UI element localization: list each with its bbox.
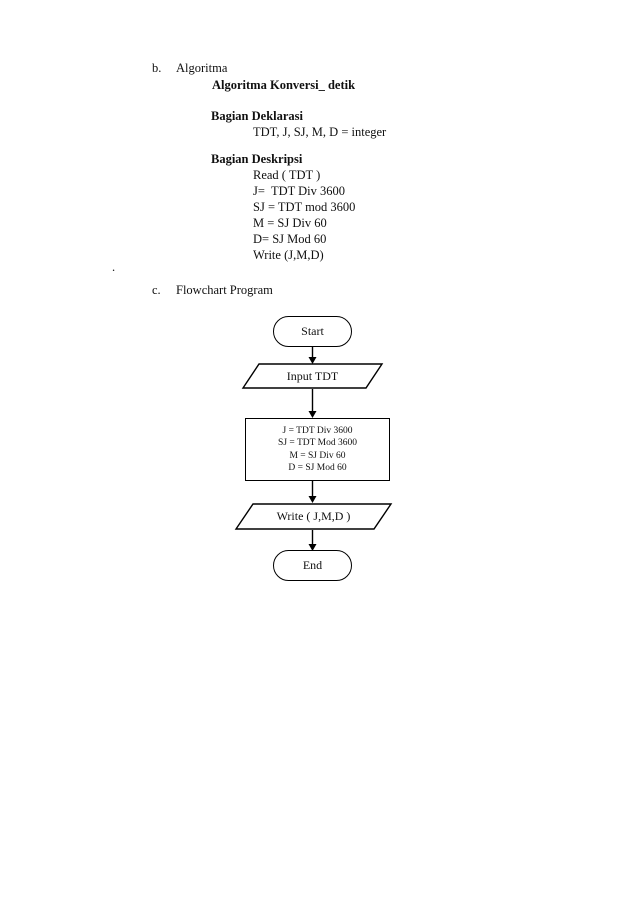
flow-node-start-label: Start bbox=[301, 324, 324, 338]
flow-node-process: J = TDT Div 3600 SJ = TDT Mod 3600 M = S… bbox=[245, 418, 390, 481]
flow-process-line: M = SJ Div 60 bbox=[289, 450, 346, 461]
flow-process-line: J = TDT Div 3600 bbox=[282, 425, 353, 436]
section-b-label: Algoritma bbox=[176, 61, 228, 75]
description-heading: Bagian Deskripsi bbox=[211, 152, 303, 166]
flow-node-start: Start bbox=[273, 316, 352, 347]
description-line: J= TDT Div 3600 bbox=[253, 184, 346, 198]
description-line: Write (J,M,D) bbox=[253, 248, 324, 262]
description-line: M = SJ Div 60 bbox=[253, 216, 327, 230]
list-marker-c: c. bbox=[152, 283, 161, 297]
connector-process-to-output bbox=[306, 481, 320, 503]
stray-period: . bbox=[112, 260, 116, 274]
flow-node-output-label: Write ( J,M,D ) bbox=[276, 509, 351, 523]
connector-input-to-process bbox=[306, 389, 320, 418]
declaration-heading: Bagian Deklarasi bbox=[211, 109, 304, 123]
algorithm-title: Algoritma Konversi_ detik bbox=[212, 78, 356, 92]
flow-node-input-label: Input TDT bbox=[286, 368, 339, 383]
flow-process-line: D = SJ Mod 60 bbox=[288, 463, 347, 473]
description-line: D= SJ Mod 60 bbox=[253, 232, 327, 246]
connector-start-to-input bbox=[306, 347, 320, 364]
declaration-line: TDT, J, SJ, M, D = integer bbox=[253, 125, 387, 139]
connector-output-to-end bbox=[306, 530, 320, 551]
section-c-label: Flowchart Program bbox=[176, 283, 273, 297]
flow-node-output: Write ( J,M,D ) bbox=[234, 503, 393, 530]
description-line: Read ( TDT ) bbox=[253, 168, 321, 182]
flow-node-input: Input TDT bbox=[241, 363, 384, 389]
flow-node-end-label: End bbox=[302, 558, 323, 572]
list-marker-b: b. bbox=[152, 61, 162, 75]
flow-node-end: End bbox=[273, 550, 352, 581]
flow-process-line: SJ = TDT Mod 3600 bbox=[278, 438, 357, 448]
description-line: SJ = TDT mod 3600 bbox=[253, 200, 356, 214]
